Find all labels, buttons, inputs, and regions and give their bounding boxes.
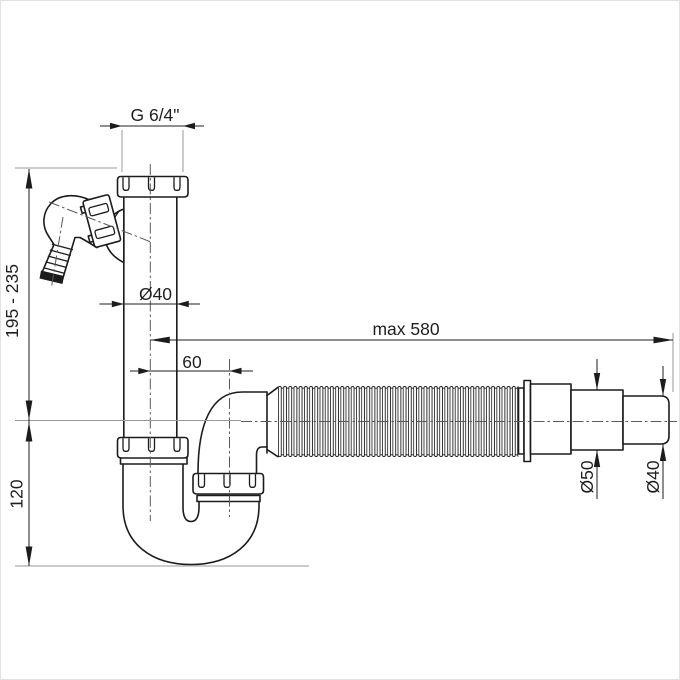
p-trap [119, 456, 261, 566]
dim-label-elbow-offset: 60 [182, 352, 202, 372]
trap-outlet-nut [192, 472, 265, 495]
dimension-lines [25, 122, 673, 566]
dim-label-hose-length: max 580 [372, 319, 439, 339]
outlet-elbow [197, 386, 279, 475]
dimension-labels: G 6/4" Ø40 60 max 580 195 - 235 120 Ø50 … [2, 105, 663, 509]
dim-label-outlet-end-diameter: Ø40 [643, 460, 663, 493]
fitting-body [529, 383, 572, 455]
fitting-step-50 [570, 389, 624, 451]
extension-lines [15, 130, 674, 567]
dim-label-thread: G 6/4" [130, 105, 179, 125]
centerlines [48, 164, 677, 521]
end-fitting [517, 379, 670, 463]
appliance-hose-connector [39, 194, 125, 284]
fitting-step-40 [622, 395, 670, 445]
dim-label-inlet-height: 195 - 235 [2, 264, 22, 338]
top-union-nut [116, 175, 189, 198]
connector-nut [79, 194, 122, 248]
trap-inlet-nut [116, 436, 189, 459]
dim-label-inlet-diameter: Ø40 [139, 284, 172, 304]
right-cup-lip [196, 494, 261, 503]
barb-end-cap [39, 270, 64, 284]
dim-label-outlet-diameter: Ø50 [577, 460, 597, 493]
dim-label-trap-depth: 120 [7, 479, 27, 508]
